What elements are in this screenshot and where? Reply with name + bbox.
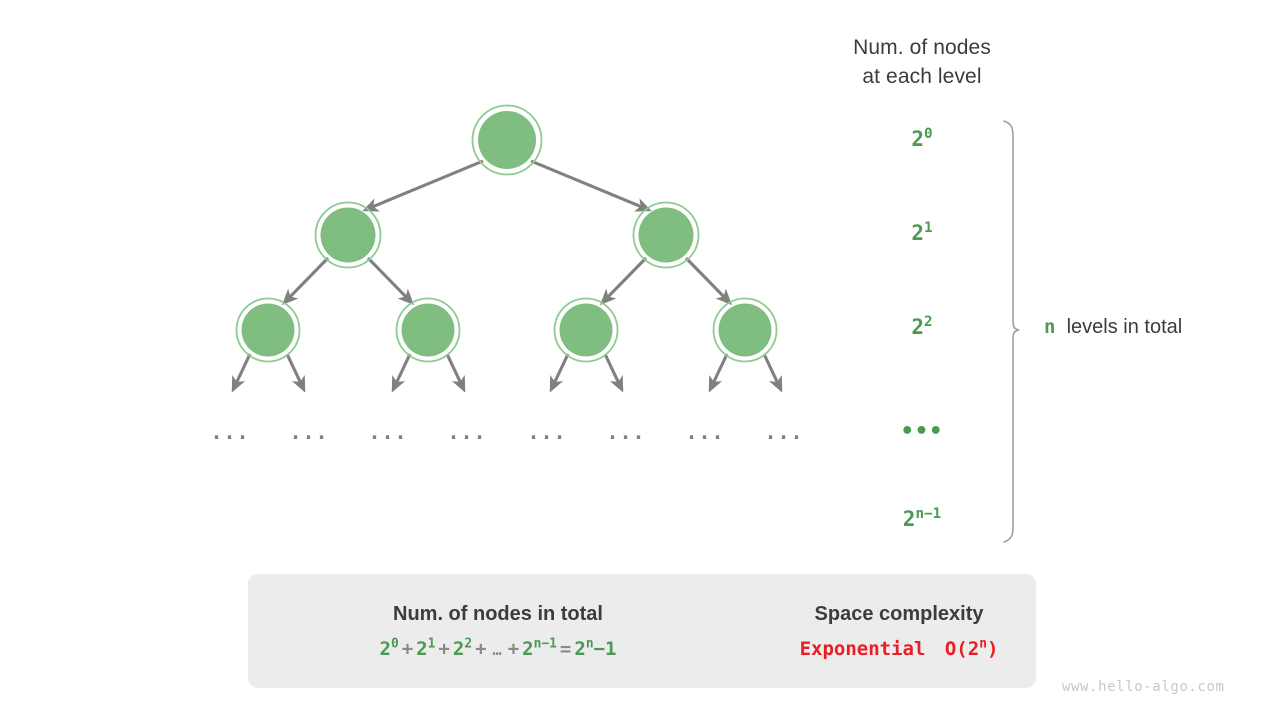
- leaf-ellipsis: ...: [447, 420, 487, 444]
- tree-node: [320, 207, 376, 263]
- tree-node-ring: [395, 297, 461, 363]
- leaf-ellipsis: ...: [210, 420, 250, 444]
- tree-node-ring: [235, 297, 301, 363]
- level-count-exponent: 0: [924, 126, 933, 142]
- formula-plus: +: [475, 637, 487, 660]
- leaf-ellipsis: ...: [764, 420, 804, 444]
- formula-equals: =: [559, 637, 572, 660]
- leaf-ellipsis: ...: [368, 420, 408, 444]
- edge-l2a-right: [285, 353, 306, 393]
- leaf-ellipsis: ...: [685, 420, 725, 444]
- tree-node: [718, 303, 772, 357]
- summary-panel: [248, 574, 1036, 688]
- summary-left-title: Num. of nodes in total: [393, 602, 603, 625]
- brace-label: n levels in total: [1044, 316, 1182, 339]
- level-count-base: 2: [911, 127, 925, 151]
- formula-plus: +: [438, 637, 450, 660]
- formula-result: 2n−1: [574, 636, 617, 660]
- formula-term-2: 22: [452, 636, 473, 660]
- edge-l1a-right: [366, 256, 415, 306]
- formula-term-3: 2n−1: [522, 636, 557, 660]
- verdict-notation: O(2n): [944, 636, 999, 660]
- edge-l2c-left: [549, 353, 570, 393]
- tree-node-ring: [632, 201, 700, 269]
- tree-node-root: [478, 111, 536, 169]
- level-count-ellipsis: •••: [842, 419, 1002, 444]
- edge-l2b-left: [391, 353, 412, 393]
- leaf-ellipsis: ...: [527, 420, 567, 444]
- tree-node: [241, 303, 295, 357]
- level-count-exponent: n−1: [915, 506, 942, 522]
- level-count-exponent: 1: [924, 220, 933, 236]
- tree-node: [559, 303, 613, 357]
- level-count-base: 2: [902, 507, 916, 531]
- tree-nodes: [235, 104, 778, 363]
- levels-brace: [1003, 120, 1020, 543]
- edge-l1b-left: [599, 256, 648, 306]
- edge-l1a-left: [281, 256, 330, 306]
- tree-node: [638, 207, 694, 263]
- level-count-0: 20: [842, 127, 1002, 151]
- level-count-base: •••: [900, 419, 944, 444]
- tree-node: [401, 303, 455, 357]
- summary-right-title: Space complexity: [814, 602, 984, 625]
- verdict-word: Exponential: [799, 637, 926, 660]
- tree-node-ring: [712, 297, 778, 363]
- edge-l2d-right: [762, 353, 783, 393]
- edge-l2a-left: [231, 353, 252, 393]
- brace-label-text: levels in total: [1066, 316, 1183, 338]
- column-header-line2: at each level: [862, 65, 982, 88]
- edge-root-left: [362, 159, 484, 212]
- summary-right: Space complexity Exponential O(2n): [770, 574, 1028, 688]
- tree-node-ring: [471, 104, 543, 176]
- level-count-exponent: 2: [924, 314, 933, 330]
- formula-term-0: 20: [379, 636, 399, 660]
- edge-l2b-right: [445, 353, 466, 393]
- level-count-1: 21: [842, 221, 1002, 245]
- summary-left: Num. of nodes in total 20+21+22+…+2n−1=2…: [248, 574, 748, 688]
- formula-plus: +: [401, 637, 414, 660]
- edge-l1b-right: [684, 256, 733, 306]
- leaf-ellipsis: ...: [606, 420, 646, 444]
- edge-l2d-left: [708, 353, 729, 393]
- leaf-ellipsis: ...: [289, 420, 329, 444]
- column-header: Num. of nodes at each level: [812, 33, 1032, 91]
- column-header-line1: Num. of nodes: [853, 36, 991, 59]
- watermark: www.hello-algo.com: [1062, 679, 1225, 695]
- level-count-base: 2: [911, 221, 925, 245]
- total-nodes-formula: 20+21+22+…+2n−1=2n−1: [379, 636, 617, 660]
- formula-plus: +: [507, 637, 520, 660]
- tree-node-ring: [314, 201, 382, 269]
- formula-ellipsis: …: [492, 640, 502, 659]
- level-count-2: 22: [842, 315, 1002, 339]
- level-count-base: 2: [911, 315, 925, 339]
- complexity-verdict: Exponential O(2n): [799, 636, 999, 660]
- edge-root-right: [530, 159, 652, 212]
- level-count-last: 2n−1: [842, 507, 1002, 531]
- tree-edges: [231, 159, 783, 393]
- brace-label-variable: n: [1044, 316, 1056, 338]
- tree-node-ring: [553, 297, 619, 363]
- edge-l2c-right: [603, 353, 624, 393]
- formula-term-1: 21: [416, 636, 436, 660]
